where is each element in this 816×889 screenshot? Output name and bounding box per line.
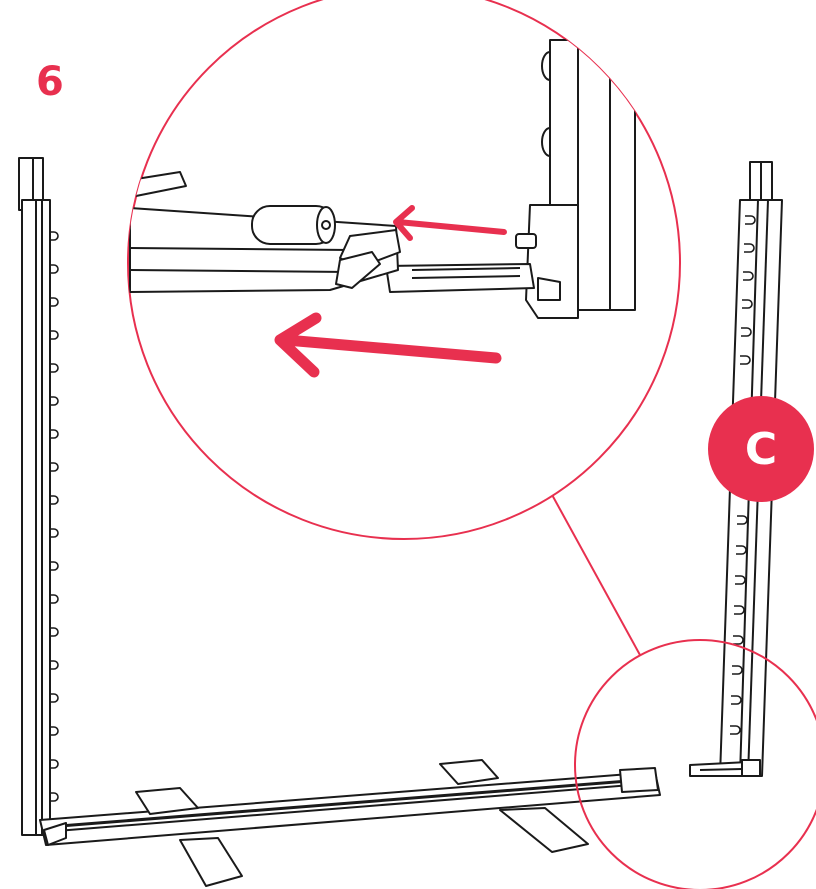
part-badge: C [708,396,814,502]
insert-arrows [274,205,507,378]
right-foot [439,759,589,853]
corner-joint-circle [574,639,816,889]
large-left-arrow [274,312,502,378]
bottom-base-rail [39,767,661,846]
left-foot [135,787,243,887]
small-left-arrow [393,205,507,241]
part-label: C [744,423,778,475]
step-number: 6 [36,59,64,105]
left-upright-post [18,157,59,836]
callout-leader-line [544,481,641,656]
